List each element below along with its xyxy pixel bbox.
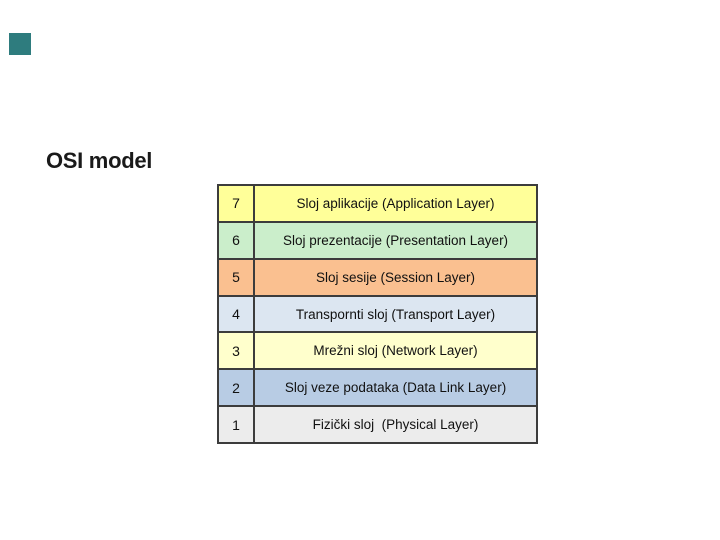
table-row: 5 Sloj sesije (Session Layer)	[219, 257, 536, 295]
table-row: 2 Sloj veze podataka (Data Link Layer)	[219, 368, 536, 406]
layer-number-cell: 6	[219, 222, 255, 258]
table-row: 4 Transpornti sloj (Transport Layer)	[219, 294, 536, 332]
layer-label-cell: Mrežni sloj (Network Layer)	[313, 343, 478, 359]
layer-number-cell: 2	[219, 370, 255, 406]
layer-label-cell: Sloj aplikacije (Application Layer)	[296, 195, 495, 211]
layer-label-cell: Sloj sesije (Session Layer)	[315, 269, 476, 285]
table-row: 7 Sloj aplikacije (Application Layer)	[219, 186, 536, 221]
slide-title: OSI model	[46, 148, 153, 173]
layer-label-cell: Fizički sloj (Physical Layer)	[312, 417, 479, 433]
layer-number-cell: 4	[219, 296, 255, 332]
layer-label-cell: Sloj veze podataka (Data Link Layer)	[284, 380, 507, 396]
layer-label-cell: Sloj prezentacije (Presentation Layer)	[282, 232, 509, 248]
layer-number-cell: 1	[219, 407, 255, 443]
corner-accent-square	[9, 33, 31, 55]
layer-label-cell: Transpornti sloj (Transport Layer)	[295, 306, 496, 322]
table-row: 1 Fizički sloj (Physical Layer)	[219, 405, 536, 443]
table-row: 3 Mrežni sloj (Network Layer)	[219, 331, 536, 369]
layer-number-cell: 7	[219, 186, 255, 221]
layer-number-cell: 3	[219, 333, 255, 369]
layer-number-cell: 5	[219, 259, 255, 295]
table-row: 6 Sloj prezentacije (Presentation Layer)	[219, 220, 536, 258]
